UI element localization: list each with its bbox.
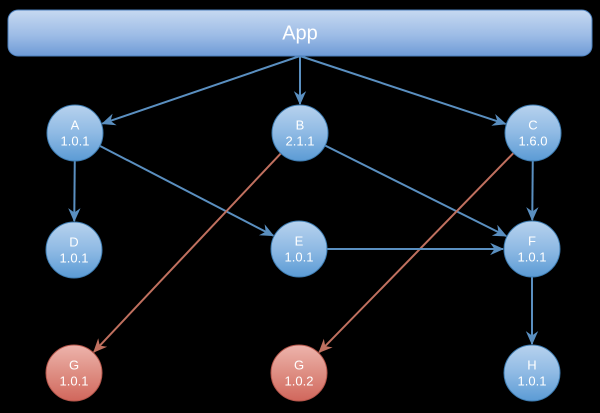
- node-version-label: 1.0.2: [285, 373, 314, 388]
- node-name-label: D: [69, 234, 78, 249]
- node-name-label: G: [294, 357, 304, 372]
- edge-app-to-c: [299, 55, 507, 126]
- node-shape: [45, 344, 103, 402]
- node-name-label: G: [69, 357, 79, 372]
- edge-a-to-d: [68, 160, 81, 223]
- node-g1[interactable]: G1.0.1: [45, 344, 103, 402]
- node-name-label: F: [528, 233, 536, 248]
- node-version-label: 1.0.1: [60, 250, 89, 265]
- node-name-label: B: [296, 117, 305, 132]
- node-name-label: A: [71, 117, 80, 132]
- nodes-layer: AppA1.0.1B2.1.1C1.6.0D1.0.1E1.0.1F1.0.1G…: [7, 9, 593, 402]
- edge-b-to-g1: [93, 152, 282, 353]
- node-h[interactable]: H1.0.1: [503, 344, 561, 402]
- node-b[interactable]: B2.1.1: [271, 104, 329, 162]
- root-node-label: App: [282, 22, 318, 44]
- node-shape: [46, 104, 104, 162]
- node-version-label: 1.0.1: [60, 373, 89, 388]
- edge-c-to-g2: [318, 152, 515, 354]
- node-name-label: C: [528, 117, 537, 132]
- node-shape: [503, 220, 561, 278]
- node-name-label: H: [527, 357, 536, 372]
- node-a[interactable]: A1.0.1: [46, 104, 104, 162]
- edge-b-to-f: [324, 144, 508, 237]
- node-f[interactable]: F1.0.1: [503, 220, 561, 278]
- edges-layer: [68, 55, 539, 354]
- root-node-app[interactable]: App: [7, 9, 593, 57]
- edge-app-to-a: [101, 55, 301, 126]
- node-version-label: 1.0.1: [518, 249, 547, 264]
- node-g2[interactable]: G1.0.2: [270, 344, 328, 402]
- node-shape: [270, 344, 328, 402]
- node-version-label: 1.0.1: [518, 373, 547, 388]
- node-shape: [504, 104, 562, 162]
- node-d[interactable]: D1.0.1: [45, 221, 103, 279]
- edge-a-to-e: [99, 144, 275, 237]
- node-version-label: 1.6.0: [519, 133, 548, 148]
- node-version-label: 1.0.1: [61, 133, 90, 148]
- node-shape: [270, 220, 328, 278]
- node-c[interactable]: C1.6.0: [504, 104, 562, 162]
- root-node-shape: [7, 9, 593, 57]
- edge-c-to-f: [526, 160, 539, 222]
- node-e[interactable]: E1.0.1: [270, 220, 328, 278]
- node-version-label: 2.1.1: [286, 133, 315, 148]
- node-shape: [503, 344, 561, 402]
- node-version-label: 1.0.1: [285, 249, 314, 264]
- node-name-label: E: [295, 233, 304, 248]
- node-shape: [271, 104, 329, 162]
- node-shape: [45, 221, 103, 279]
